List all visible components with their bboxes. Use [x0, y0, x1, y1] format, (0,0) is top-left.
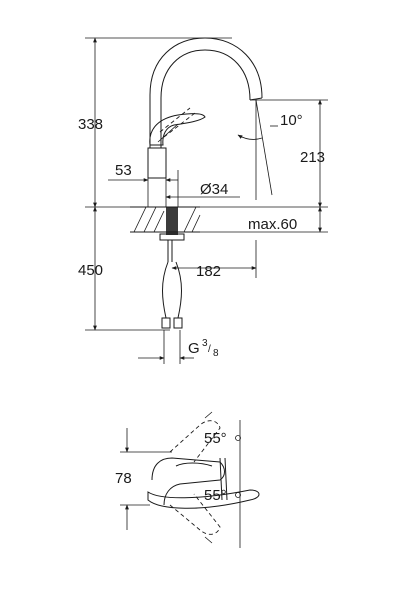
overall-height-dimension: 338 [78, 37, 103, 208]
thread-label: G [188, 340, 200, 357]
thread-dimension: G 3 / 8 [138, 330, 219, 364]
spout-angle-label: 10° [280, 112, 303, 129]
top-view: 78 55° 55° [115, 411, 260, 548]
faucet-body [147, 147, 167, 207]
thread-slash: / [208, 344, 211, 355]
spout-reach-label: 182 [196, 263, 221, 280]
top-view-height-dimension: 78 [115, 428, 172, 530]
spout-height-dimension: 213 [300, 99, 325, 208]
top-view-height-label: 78 [115, 470, 132, 487]
overall-height-label: 338 [78, 116, 103, 133]
lever-angle-bottom-label: 55° [204, 487, 227, 504]
lever-handle [149, 107, 206, 146]
thread-denominator: 8 [213, 348, 219, 359]
countertop [130, 206, 328, 235]
base-offset-dimension: 53 [108, 162, 179, 207]
base-offset-label: 53 [115, 162, 132, 179]
base-diameter-label: Ø34 [200, 181, 228, 198]
max-thickness-dimension: max.60 [248, 206, 322, 233]
lever-rotated-down: 55° [169, 487, 241, 544]
supply-hoses [161, 261, 183, 329]
lever-angle-top-label: 55° [204, 430, 227, 447]
hose-length-label: 450 [78, 262, 103, 279]
spout-height-label: 213 [300, 149, 325, 166]
spout [149, 37, 263, 148]
mounting-nut [159, 233, 185, 262]
spout-reach-dimension: 182 [171, 240, 257, 280]
lever-rotated-up: 55° [169, 411, 241, 463]
thread-numerator: 3 [202, 338, 208, 349]
hose-length-dimension: 450 [78, 206, 103, 331]
max-thickness-label: max.60 [248, 216, 297, 233]
spout-angle-dimension: 10° [237, 99, 303, 200]
base-diameter-dimension: Ø34 [165, 181, 240, 199]
side-view: 338 450 213 10° [78, 37, 328, 364]
